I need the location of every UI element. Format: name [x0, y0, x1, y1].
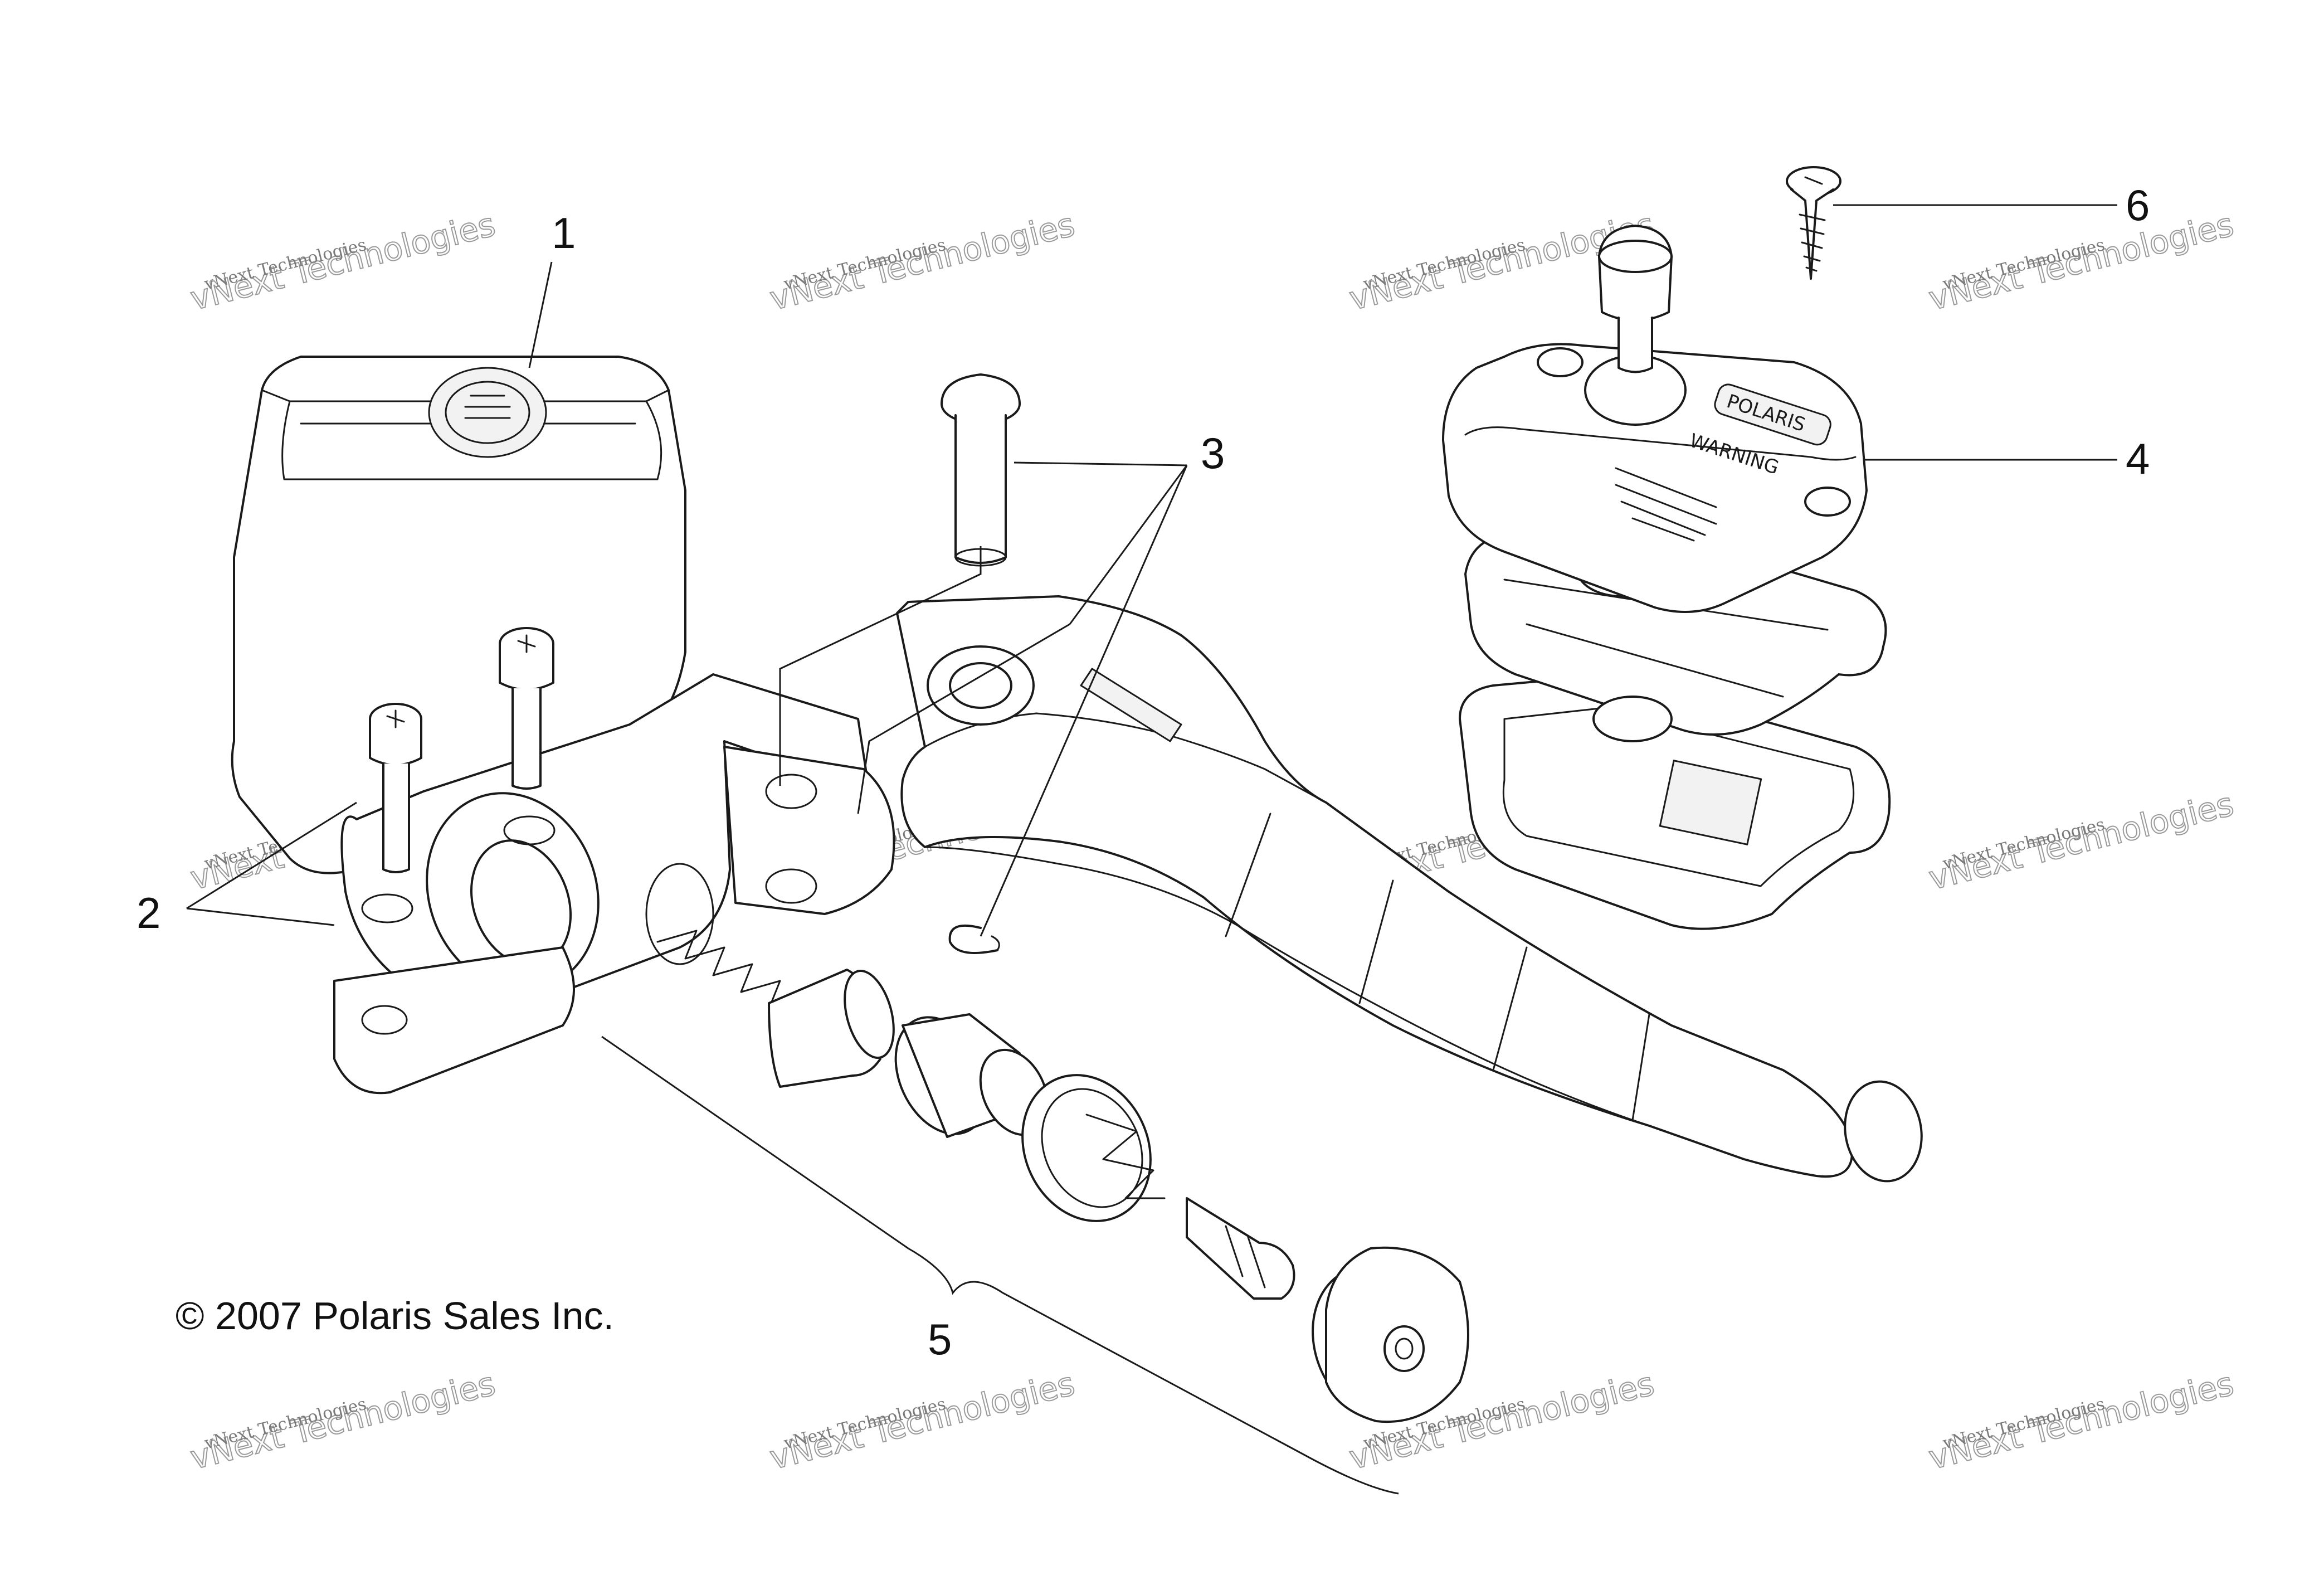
watermark: vNext Technologies vNext Technologies	[766, 205, 1079, 318]
watermark-large-text: vNext Technologies	[1925, 205, 2237, 318]
copyright-notice: © 2007 Polaris Sales Inc.	[176, 1294, 614, 1338]
piston-kit	[656, 930, 1469, 1423]
callout-5: 5	[928, 1315, 952, 1364]
watermark: vNext Technologies vNext Technologies	[1925, 784, 2238, 898]
watermark-large-text: vNext Technologies	[766, 1364, 1078, 1477]
master-cylinder-body	[231, 356, 895, 1095]
watermark: vNext Technologies vNext Technologies	[766, 1364, 1079, 1477]
callout-labels: 1 2 3 4 5 6	[137, 181, 2150, 1364]
watermark: vNext Technologies vNext Technologies	[186, 205, 499, 318]
watermark: vNext Technologies vNext Technologies	[1925, 1364, 2238, 1477]
watermark-large-text: vNext Technologies	[187, 1364, 499, 1477]
cover-screw	[1786, 166, 1841, 280]
callout-2: 2	[137, 888, 160, 937]
callout-3: 3	[1201, 429, 1225, 478]
leader-lines	[186, 204, 2117, 1495]
lever-pivot-pin-and-clip	[941, 373, 1021, 954]
watermark: vNext Technologies vNext Technologies	[1925, 205, 2238, 318]
clamp-screws	[361, 627, 556, 923]
callout-4: 4	[2126, 434, 2150, 483]
brake-lever	[896, 595, 1923, 1183]
callout-6: 6	[2126, 181, 2150, 230]
watermark-large-text: vNext Technologies	[187, 205, 499, 318]
watermark-large-text: vNext Technologies	[1925, 1364, 2237, 1477]
callout-1: 1	[552, 208, 576, 257]
watermark: vNext Technologies vNext Technologies	[186, 1364, 499, 1477]
watermark-large-text: vNext Technologies	[766, 205, 1078, 318]
watermark-large-text: vNext Technologies	[1925, 785, 2237, 897]
reservoir-cover-and-diaphragm: POLARIS WARNING	[1442, 225, 1891, 930]
